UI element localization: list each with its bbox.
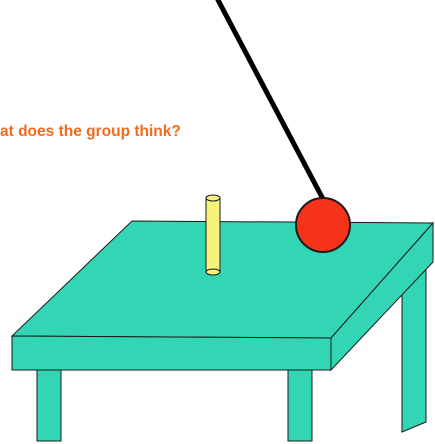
peg: [206, 198, 220, 272]
peg-bottom: [206, 269, 220, 275]
table-leg-front-left: [37, 370, 61, 441]
table-leg-front-right: [288, 370, 312, 441]
pendulum-ball: [296, 198, 350, 252]
table-top-front-edge: [12, 336, 331, 370]
question-text: at does the group think?: [0, 123, 181, 140]
pendulum-string: [218, 0, 323, 199]
peg-top: [206, 195, 220, 201]
